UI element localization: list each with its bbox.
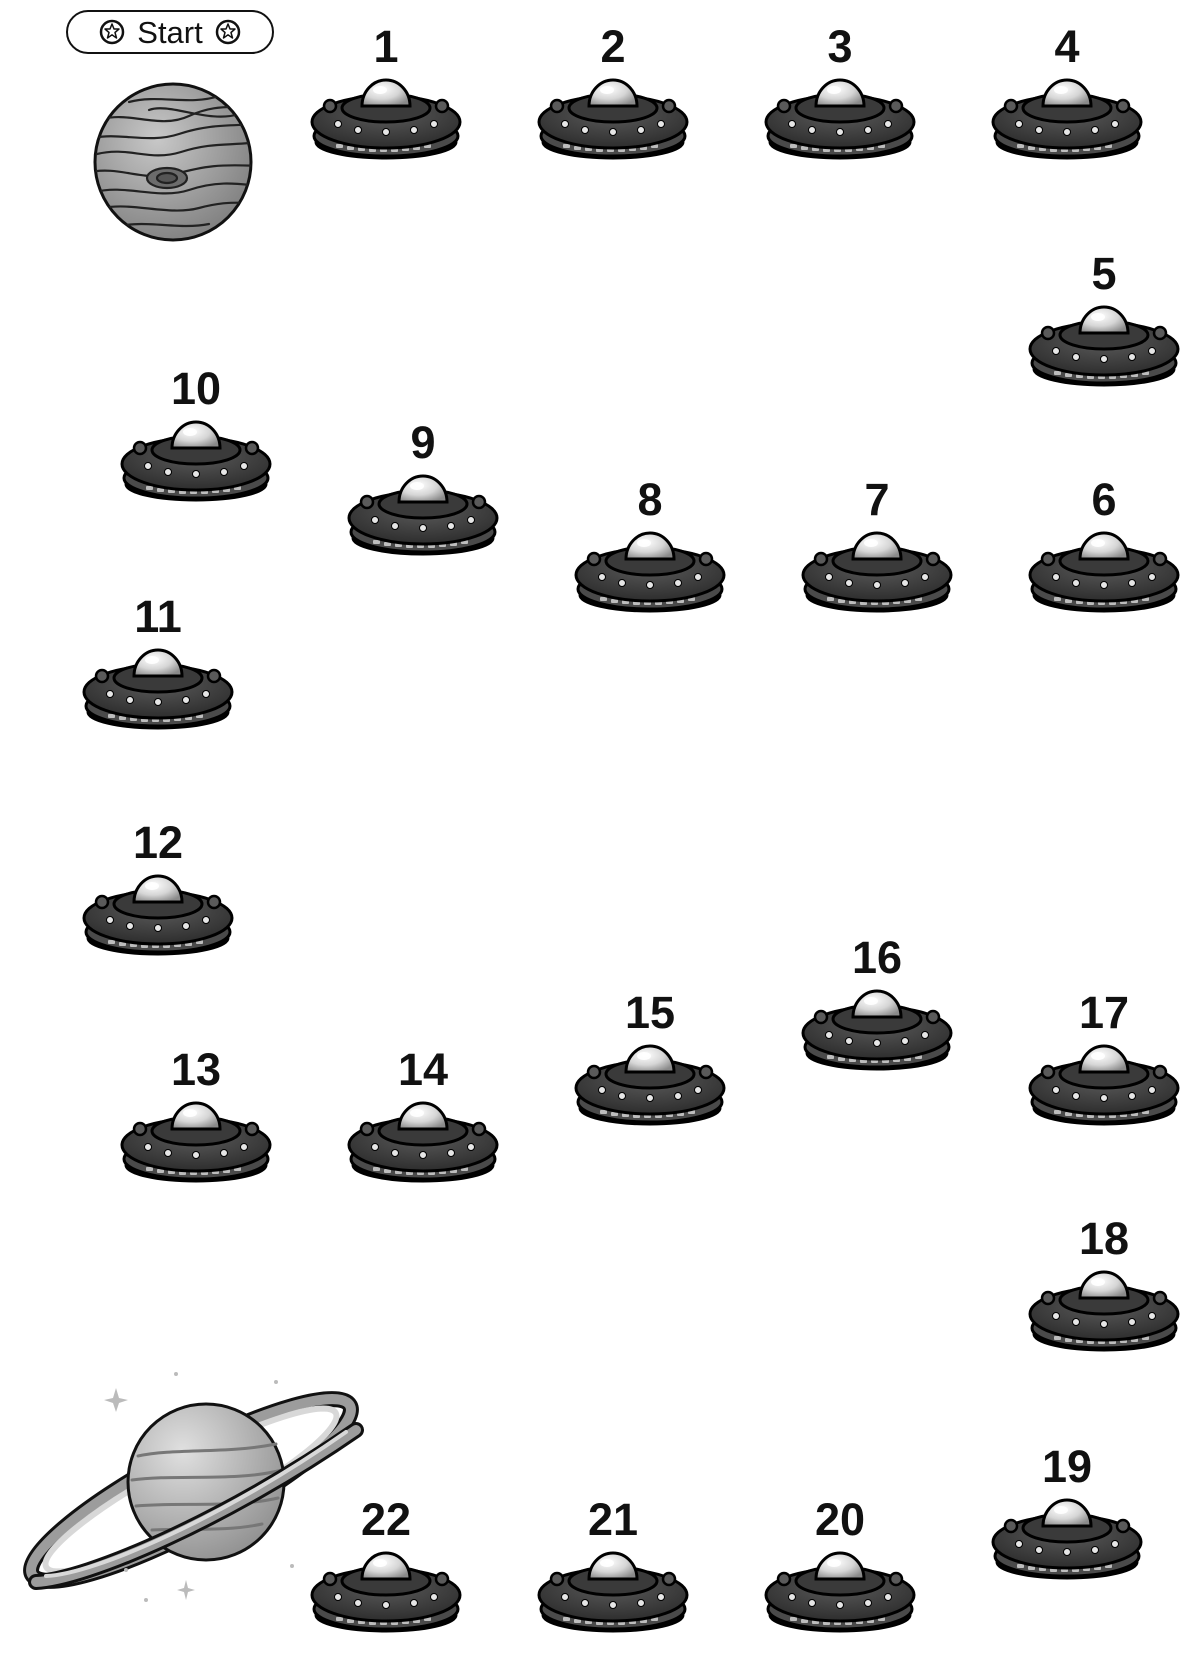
ufo-icon <box>1024 289 1184 389</box>
board-space-7[interactable]: 7 <box>797 477 957 617</box>
board-space-17[interactable]: 17 <box>1024 990 1184 1130</box>
board-space-14[interactable]: 14 <box>343 1047 503 1187</box>
ufo-icon <box>533 1535 693 1635</box>
ufo-icon <box>343 458 503 558</box>
star-icon <box>99 19 125 45</box>
board-space-11[interactable]: 11 <box>78 594 238 734</box>
ufo-icon <box>78 632 238 732</box>
board-space-2[interactable]: 2 <box>533 24 693 164</box>
ufo-icon <box>306 1535 466 1635</box>
board-space-10[interactable]: 10 <box>116 366 276 506</box>
board-space-1[interactable]: 1 <box>306 24 466 164</box>
ufo-icon <box>78 858 238 958</box>
ufo-icon <box>760 62 920 162</box>
board-space-6[interactable]: 6 <box>1024 477 1184 617</box>
ufo-icon <box>570 1028 730 1128</box>
ufo-icon <box>1024 1254 1184 1354</box>
ufo-icon <box>570 515 730 615</box>
board-space-5[interactable]: 5 <box>1024 251 1184 391</box>
board-space-16[interactable]: 16 <box>797 935 957 1075</box>
board-space-9[interactable]: 9 <box>343 420 503 560</box>
board-space-21[interactable]: 21 <box>533 1497 693 1637</box>
ufo-icon <box>116 1085 276 1185</box>
ufo-icon <box>797 973 957 1073</box>
board-space-15[interactable]: 15 <box>570 990 730 1130</box>
ufo-icon <box>306 62 466 162</box>
board-space-22[interactable]: 22 <box>306 1497 466 1637</box>
ufo-icon <box>343 1085 503 1185</box>
ufo-icon <box>1024 515 1184 615</box>
board-space-13[interactable]: 13 <box>116 1047 276 1187</box>
ufo-icon <box>533 62 693 162</box>
ufo-icon <box>760 1535 920 1635</box>
start-button[interactable]: Start <box>66 10 274 54</box>
ufo-icon <box>987 1482 1147 1582</box>
board-space-12[interactable]: 12 <box>78 820 238 960</box>
star-icon <box>215 19 241 45</box>
board-space-4[interactable]: 4 <box>987 24 1147 164</box>
start-label: Start <box>137 17 202 48</box>
board-space-18[interactable]: 18 <box>1024 1216 1184 1356</box>
ufo-icon <box>1024 1028 1184 1128</box>
board-space-19[interactable]: 19 <box>987 1444 1147 1584</box>
ufo-icon <box>797 515 957 615</box>
board-space-8[interactable]: 8 <box>570 477 730 617</box>
ufo-icon <box>116 404 276 504</box>
jupiter-planet-icon <box>89 80 257 244</box>
board-space-3[interactable]: 3 <box>760 24 920 164</box>
board-space-20[interactable]: 20 <box>760 1497 920 1637</box>
ufo-icon <box>987 62 1147 162</box>
